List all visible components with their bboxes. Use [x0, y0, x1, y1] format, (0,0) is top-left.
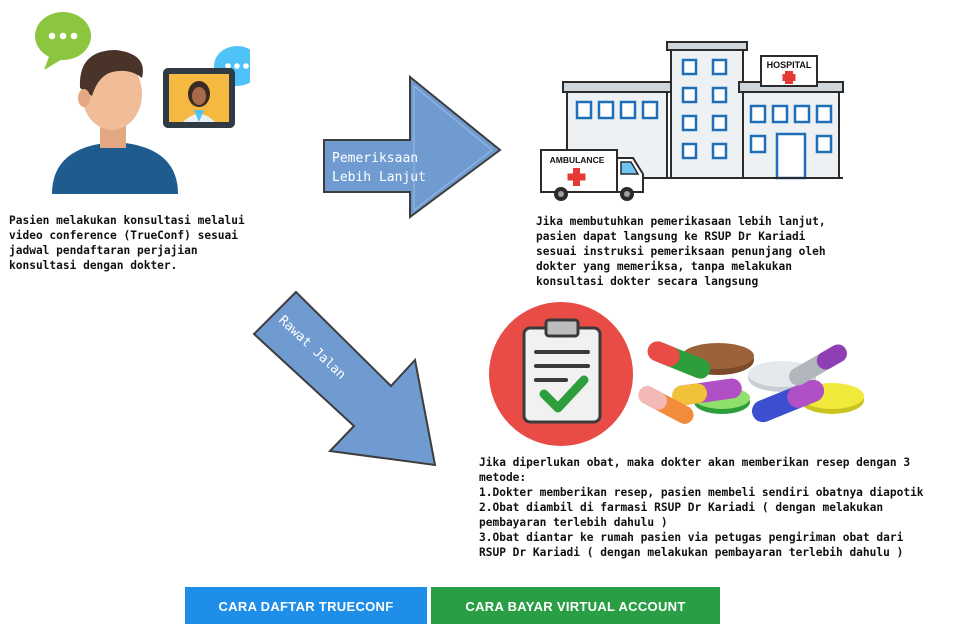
text-line: pasien dapat langsung ke RSUP Dr Kariadi: [536, 230, 806, 243]
examination-description: Jika membutuhkan pemerikasaan lebih lanj…: [536, 214, 886, 289]
clipboard-check-icon: [489, 302, 633, 446]
text-line: dokter yang memeriksa, tanpa melakukan: [536, 260, 792, 273]
arrow-further-examination: Pemeriksaan Lebih Lanjut: [323, 74, 502, 219]
text-line: Jika membutuhkan pemerikasaan lebih lanj…: [536, 215, 826, 228]
arrow-outpatient: Rawat Jalan: [252, 290, 437, 467]
text-line: 2.Obat diambil di farmasi RSUP Dr Kariad…: [479, 501, 884, 514]
hospital-sign: HOSPITAL: [760, 55, 818, 87]
text-line: 1.Dokter memberikan resep, pasien membel…: [479, 486, 924, 499]
text-line: video conference (TrueConf) sesuai: [9, 229, 239, 242]
trueconf-registration-button[interactable]: CARA DAFTAR TRUECONF: [185, 587, 427, 624]
prescription-pills-illustration: [489, 302, 864, 446]
tablet-doctor-icon: [163, 68, 235, 128]
text-line: RSUP Dr Kariadi ( dengan melakukan pemba…: [479, 546, 904, 559]
arrow-label-line2: Lebih Lanjut: [332, 170, 426, 185]
consultation-description: Pasien melakukan konsultasi melalui vide…: [9, 213, 287, 273]
ambulance-icon: AMBULANCE: [540, 149, 644, 201]
text-line: sesuai instruksi pemeriksaan penunjang o…: [536, 245, 826, 258]
medication-description: Jika diperlukan obat, maka dokter akan m…: [479, 455, 964, 560]
arrow-label-line1: Pemeriksaan: [332, 151, 418, 166]
text-line: konsultasi dengan dokter.: [9, 259, 178, 272]
green-chat-bubble-icon: [35, 12, 91, 70]
text-line: Jika diperlukan obat, maka dokter akan m…: [479, 456, 911, 469]
svg-text:AMBULANCE: AMBULANCE: [550, 155, 605, 165]
hospital-illustration: HOSPITAL AMBULANCE: [540, 41, 844, 201]
virtual-account-payment-button[interactable]: CARA BAYAR VIRTUAL ACCOUNT: [431, 587, 720, 624]
text-line: jadwal pendaftaran perjajian: [9, 244, 198, 257]
text-line: Pasien melakukan konsultasi melalui: [9, 214, 245, 227]
text-line: konsultasi dokter secara langsung: [536, 275, 759, 288]
text-line: pembayaran terlebih dahulu ): [479, 516, 668, 529]
video-consultation-illustration: [35, 12, 250, 194]
pills-icon: [638, 341, 864, 424]
svg-text:HOSPITAL: HOSPITAL: [767, 60, 812, 70]
patient-avatar: [52, 50, 178, 194]
text-line: 3.Obat diantar ke rumah pasien via petug…: [479, 531, 904, 544]
text-line: metode:: [479, 471, 527, 484]
